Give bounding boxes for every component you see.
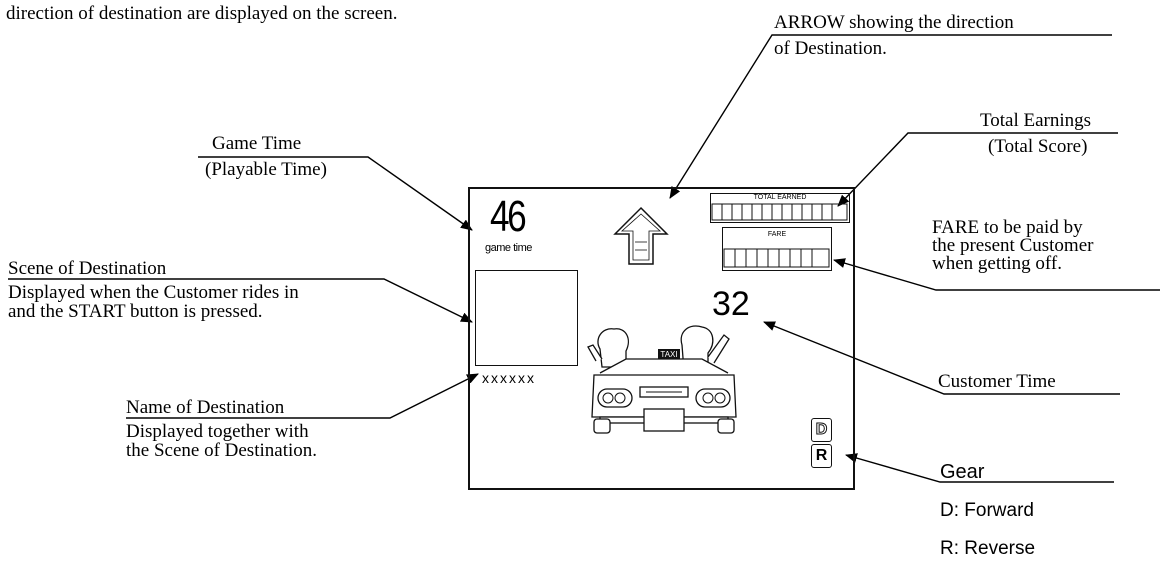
total-earned-meter: TOTAL EARNED xyxy=(710,193,850,223)
total-earned-digit-cells xyxy=(711,203,848,221)
arrow-callout-line xyxy=(669,34,1112,199)
game-time-callout-title: Game Time xyxy=(212,133,302,154)
taxi-sign: TAXI xyxy=(660,350,677,359)
game-time-callout-line xyxy=(198,156,473,231)
game-time-label: game time xyxy=(485,242,532,254)
name-callout-line xyxy=(126,373,479,419)
fare-callout-line2: the present Customer xyxy=(932,235,1094,256)
fare-meter: FARE xyxy=(722,227,832,271)
total-earnings-callout-line xyxy=(837,132,1118,207)
gear-callout-line xyxy=(845,453,1114,483)
gear-r-indicator: R xyxy=(811,444,832,468)
scene-of-destination-panel xyxy=(475,270,578,366)
scene-callout-line1: Displayed when the Customer rides in xyxy=(8,282,299,303)
destination-name: xxxxxx xyxy=(482,370,536,386)
name-callout-line2: the Scene of Destination. xyxy=(126,440,318,461)
taxi-car-icon: TAXI xyxy=(587,325,737,434)
total-earnings-callout-title: Total Earnings xyxy=(980,110,1092,131)
fare-callout-line3: when getting off. xyxy=(932,253,1062,274)
arrow-callout-title: ARROW showing the direction xyxy=(774,12,1014,33)
scene-callout-line xyxy=(8,278,473,323)
name-callout-line1: Displayed together with xyxy=(126,421,309,442)
intro-fragment: direction of destination are displayed o… xyxy=(6,3,398,24)
total-earned-label: TOTAL EARNED xyxy=(753,194,807,201)
total-earnings-callout-subtitle: (Total Score) xyxy=(988,136,1088,157)
customer-time-callout-title: Customer Time xyxy=(938,371,1056,392)
arrow-callout-text: of Destination. xyxy=(774,38,887,59)
gear-forward-label: D: Forward xyxy=(940,500,1034,521)
fare-digit-cells xyxy=(723,248,830,268)
direction-arrow-icon xyxy=(613,206,669,265)
gear-reverse-label: R: Reverse xyxy=(940,538,1036,559)
customer-time-callout-line xyxy=(763,321,1120,395)
name-callout-title: Name of Destination xyxy=(126,397,285,418)
customer-time-value: 32 xyxy=(712,285,750,323)
game-time-value: 46 xyxy=(490,192,527,241)
fare-callout-line1: FARE to be paid by xyxy=(932,217,1083,238)
game-time-callout-subtitle: (Playable Time) xyxy=(205,159,327,180)
fare-label: FARE xyxy=(767,231,787,238)
game-screen: 46 game time TOTAL EARNED FA xyxy=(468,187,855,490)
scene-callout-line2: and the START button is pressed. xyxy=(8,301,263,322)
fare-callout-line xyxy=(833,258,1160,291)
gear-d-indicator: D xyxy=(811,418,832,442)
gear-callout-title: Gear xyxy=(940,461,985,483)
scene-callout-title: Scene of Destination xyxy=(8,258,167,279)
